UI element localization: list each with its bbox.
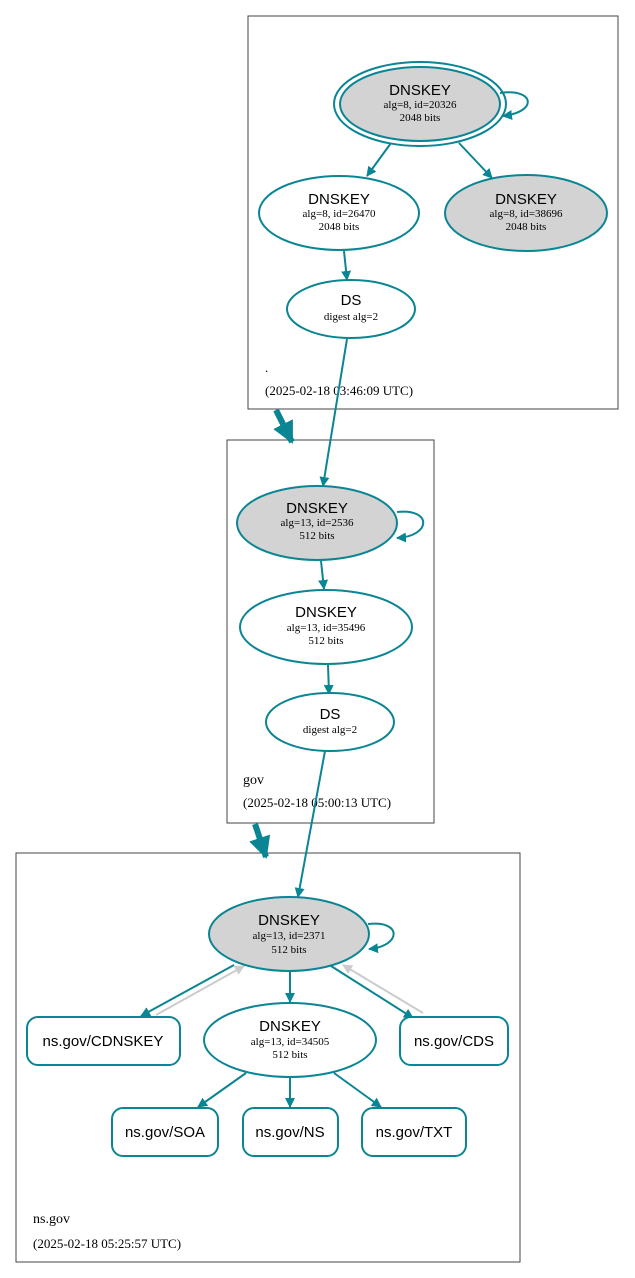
node-rr-soa-label: ns.gov/SOA bbox=[125, 1124, 205, 1141]
edge-gov-ksk-self bbox=[396, 510, 425, 543]
node-root-ds-title: DS bbox=[341, 292, 362, 309]
node-rr-ns-label: ns.gov/NS bbox=[255, 1124, 324, 1141]
node-gov-ksk-size: 512 bits bbox=[299, 530, 334, 542]
delegation-arrow-gov-to-nsgov bbox=[249, 823, 271, 859]
node-nsgov-ksk[interactable]: DNSKEY alg=13, id=2371 512 bits bbox=[208, 896, 370, 972]
node-root-ds[interactable]: DS digest alg=2 bbox=[286, 279, 416, 339]
node-root-ksk-detail: alg=8, id=20326 bbox=[384, 99, 457, 111]
delegation-arrow-root-to-gov bbox=[273, 408, 295, 444]
edge-nsgov-ksk-to-cdnskey bbox=[140, 964, 235, 1017]
node-root-ksk[interactable]: DNSKEY alg=8, id=20326 2048 bits bbox=[333, 61, 507, 147]
node-rr-txt-label: ns.gov/TXT bbox=[376, 1124, 453, 1141]
node-root-zsk1-size: 2048 bits bbox=[319, 221, 360, 233]
node-root-ds-detail: digest alg=2 bbox=[324, 311, 378, 323]
node-root-zsk1[interactable]: DNSKEY alg=8, id=26470 2048 bits bbox=[258, 175, 420, 251]
edge-root-ksk-self bbox=[499, 91, 529, 120]
node-root-zsk2-title: DNSKEY bbox=[495, 191, 557, 208]
node-nsgov-ksk-size: 512 bits bbox=[271, 944, 306, 956]
node-nsgov-zsk[interactable]: DNSKEY alg=13, id=34505 512 bits bbox=[203, 1002, 377, 1078]
edge-root-zsk1-to-ds bbox=[341, 250, 352, 281]
node-nsgov-ksk-title: DNSKEY bbox=[258, 912, 320, 929]
node-rr-txt[interactable]: ns.gov/TXT bbox=[361, 1107, 467, 1157]
node-rr-cds[interactable]: ns.gov/CDS bbox=[399, 1016, 509, 1066]
edge-root-ds-to-gov-ksk bbox=[319, 338, 348, 487]
node-gov-zsk[interactable]: DNSKEY alg=13, id=35496 512 bits bbox=[239, 589, 413, 665]
node-gov-zsk-detail: alg=13, id=35496 bbox=[287, 622, 366, 634]
edge-root-ksk-to-zsk1 bbox=[366, 142, 392, 177]
node-gov-zsk-size: 512 bits bbox=[308, 635, 343, 647]
node-gov-ds-title: DS bbox=[320, 706, 341, 723]
edge-gov-ds-to-nsgov-ksk bbox=[294, 750, 326, 898]
node-root-ksk-size: 2048 bits bbox=[400, 112, 441, 124]
node-rr-cds-label: ns.gov/CDS bbox=[414, 1033, 494, 1050]
node-nsgov-ksk-detail: alg=13, id=2371 bbox=[253, 930, 326, 942]
node-nsgov-zsk-title: DNSKEY bbox=[259, 1018, 321, 1035]
edge-nsgov-ksk-self bbox=[367, 922, 395, 954]
node-rr-ns[interactable]: ns.gov/NS bbox=[242, 1107, 339, 1157]
node-nsgov-zsk-detail: alg=13, id=34505 bbox=[251, 1036, 330, 1048]
edge-nsgov-ksk-to-cds bbox=[330, 965, 414, 1019]
zone-root-name: . bbox=[265, 360, 268, 375]
node-gov-ds-detail: digest alg=2 bbox=[303, 724, 357, 736]
node-root-zsk2[interactable]: DNSKEY alg=8, id=38696 2048 bits bbox=[444, 174, 608, 252]
node-gov-ds[interactable]: DS digest alg=2 bbox=[265, 692, 395, 752]
zone-gov-name: gov bbox=[243, 773, 264, 788]
node-gov-ksk[interactable]: DNSKEY alg=13, id=2536 512 bits bbox=[236, 485, 398, 561]
node-root-zsk2-size: 2048 bits bbox=[506, 221, 547, 233]
node-root-zsk2-detail: alg=8, id=38696 bbox=[490, 208, 563, 220]
node-root-ksk-title: DNSKEY bbox=[389, 82, 451, 99]
node-rr-cdnskey[interactable]: ns.gov/CDNSKEY bbox=[26, 1016, 181, 1066]
edge-nsgov-zsk-to-soa bbox=[197, 1072, 247, 1108]
node-rr-cdnskey-label: ns.gov/CDNSKEY bbox=[43, 1033, 164, 1050]
edge-gov-zsk-to-ds bbox=[323, 664, 334, 695]
node-gov-ksk-title: DNSKEY bbox=[286, 500, 348, 517]
zone-nsgov-name: ns.gov bbox=[33, 1212, 70, 1227]
edge-gov-ksk-to-zsk bbox=[318, 560, 329, 590]
zone-nsgov-timestamp: (2025-02-18 05:25:57 UTC) bbox=[33, 1236, 181, 1251]
zone-root-box bbox=[247, 15, 619, 410]
node-root-zsk1-title: DNSKEY bbox=[308, 191, 370, 208]
node-rr-soa[interactable]: ns.gov/SOA bbox=[111, 1107, 219, 1157]
edge-root-ksk-to-zsk2 bbox=[458, 142, 493, 179]
edge-ghost-cdnskey-to-ksk bbox=[155, 965, 245, 1016]
node-root-zsk1-detail: alg=8, id=26470 bbox=[303, 208, 376, 220]
edge-ghost-cds-to-ksk bbox=[342, 964, 424, 1014]
node-nsgov-zsk-size: 512 bits bbox=[272, 1049, 307, 1061]
node-gov-zsk-title: DNSKEY bbox=[295, 604, 357, 621]
edge-nsgov-zsk-to-txt bbox=[333, 1072, 382, 1108]
zone-gov-timestamp: (2025-02-18 05:00:13 UTC) bbox=[243, 795, 391, 810]
node-gov-ksk-detail: alg=13, id=2536 bbox=[281, 517, 354, 529]
